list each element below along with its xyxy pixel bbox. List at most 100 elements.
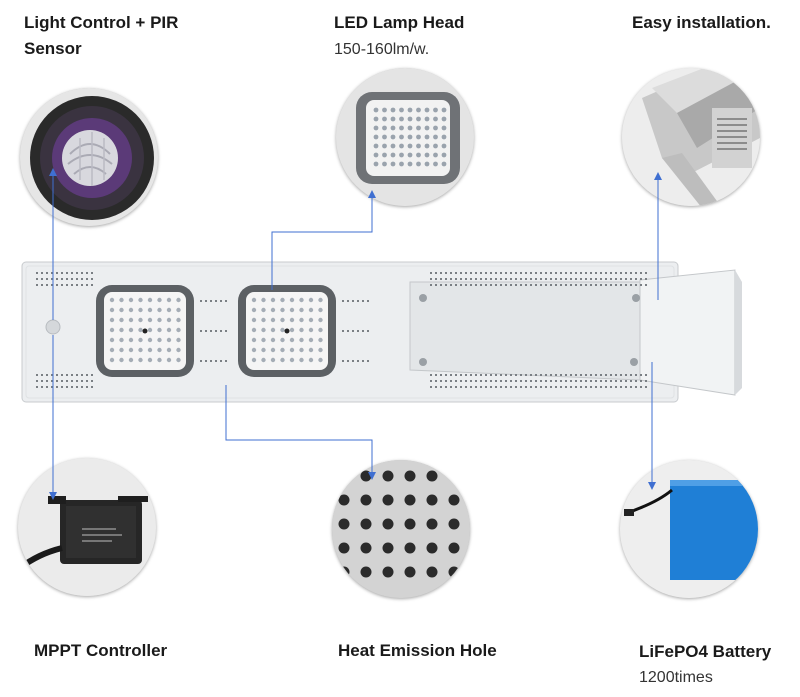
vent-slot xyxy=(575,272,577,274)
vent-slot xyxy=(505,374,507,376)
vent-slot xyxy=(570,278,572,280)
vent-slot xyxy=(585,374,587,376)
led-chip xyxy=(399,143,404,149)
led-chip xyxy=(166,307,172,313)
vent-slot xyxy=(565,386,567,388)
vent-slot xyxy=(580,272,582,274)
vent-slot xyxy=(630,380,632,382)
heat-hole xyxy=(360,542,372,554)
vent-slot xyxy=(515,386,517,388)
vent-slot xyxy=(565,284,567,286)
vent-slot xyxy=(590,278,592,280)
led-chip xyxy=(299,317,304,323)
heat-hole xyxy=(382,494,394,506)
led-chip xyxy=(261,307,266,313)
vent-slot xyxy=(56,272,58,274)
led-chip xyxy=(176,327,181,333)
led-chip xyxy=(441,152,447,158)
vent-slot xyxy=(570,374,572,376)
vent-slot xyxy=(66,374,68,376)
vent-slot xyxy=(352,300,354,302)
vent-slot xyxy=(475,278,477,280)
vent-slot xyxy=(51,374,53,376)
led-chip xyxy=(147,337,153,343)
vent-slot xyxy=(435,284,437,286)
led-chip xyxy=(441,107,447,113)
vent-slot xyxy=(81,278,83,280)
led-chip xyxy=(289,327,295,333)
vent-slot xyxy=(352,360,354,362)
led-chip xyxy=(424,107,430,113)
vent-slot xyxy=(71,380,73,382)
vent-slot xyxy=(357,330,359,332)
sensor-title-line2: Sensor xyxy=(24,39,82,58)
led-chip xyxy=(166,317,172,323)
vent-slot xyxy=(590,386,592,388)
vent-slot xyxy=(580,278,582,280)
heat-hole xyxy=(404,542,416,554)
vent-slot xyxy=(51,386,53,388)
led-chip xyxy=(390,125,396,131)
led-chip xyxy=(299,347,304,353)
vent-slot xyxy=(530,284,532,286)
vent-slot xyxy=(620,278,622,280)
led-chip xyxy=(270,317,276,323)
vent-slot xyxy=(56,386,58,388)
vent-slot xyxy=(545,284,547,286)
vent-slot xyxy=(435,278,437,280)
vent-slot xyxy=(357,360,359,362)
led-chip xyxy=(308,307,314,313)
vent-slot xyxy=(575,278,577,280)
lamp-head-title: LED Lamp Head xyxy=(334,13,465,32)
led-chip xyxy=(289,337,295,343)
vent-slot xyxy=(490,284,492,286)
vent-slot xyxy=(555,386,557,388)
vent-slot xyxy=(455,374,457,376)
vent-slot xyxy=(490,380,492,382)
vent-slot xyxy=(525,386,527,388)
vent-slot xyxy=(430,278,432,280)
vent-slot xyxy=(210,300,212,302)
vent-slot xyxy=(540,284,542,286)
vent-slot xyxy=(525,272,527,274)
vent-slot xyxy=(585,278,587,280)
vent-slot xyxy=(610,272,612,274)
vent-slot xyxy=(46,272,48,274)
vent-slot xyxy=(91,380,93,382)
vent-slot xyxy=(500,374,502,376)
vent-slot xyxy=(645,380,647,382)
vent-slot xyxy=(455,284,457,286)
vent-slot xyxy=(535,374,537,376)
led-chip xyxy=(166,357,172,363)
vent-slot xyxy=(510,386,512,388)
led-chip xyxy=(299,357,304,363)
vent-slot xyxy=(450,272,452,274)
vent-slot xyxy=(71,272,73,274)
led-chip xyxy=(157,297,162,303)
heat-hole xyxy=(338,542,350,554)
vent-slot xyxy=(600,386,602,388)
vent-slot xyxy=(495,386,497,388)
battery-photo xyxy=(620,460,758,598)
vent-slot xyxy=(342,300,344,302)
led-chip xyxy=(251,347,257,353)
led-chip xyxy=(424,116,430,122)
led-chip xyxy=(128,347,134,353)
led-chip xyxy=(308,357,314,363)
vent-slot xyxy=(475,284,477,286)
vent-slot xyxy=(545,386,547,388)
led-chip xyxy=(128,317,134,323)
vent-slot xyxy=(61,374,63,376)
vent-slot xyxy=(505,272,507,274)
heat-hole-photo xyxy=(332,460,470,598)
vent-slot xyxy=(615,386,617,388)
vent-slot xyxy=(495,272,497,274)
led-chip xyxy=(261,317,266,323)
vent-slot xyxy=(51,272,53,274)
vent-slot xyxy=(41,284,43,286)
vent-slot xyxy=(215,300,217,302)
vent-slot xyxy=(495,284,497,286)
vent-slot xyxy=(605,272,607,274)
vent-slot xyxy=(440,374,442,376)
vent-slot xyxy=(570,284,572,286)
